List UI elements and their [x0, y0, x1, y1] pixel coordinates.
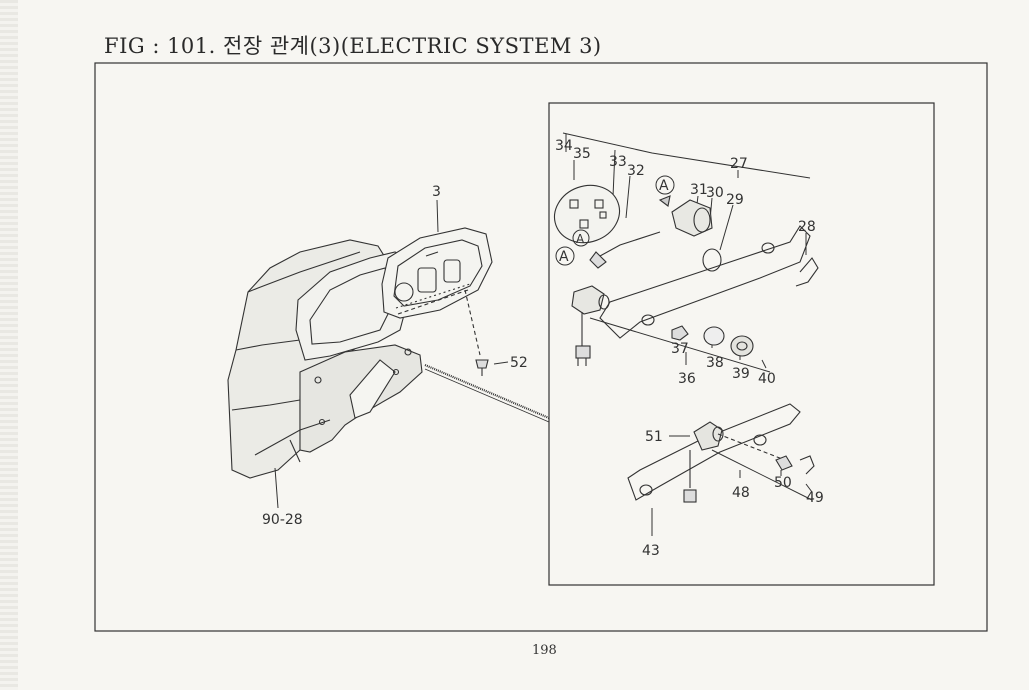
screw-52-drawing	[464, 289, 509, 376]
callout-40: 40	[758, 371, 776, 387]
mark-a-2-label: A	[576, 232, 585, 246]
mark-a-2	[572, 229, 590, 247]
callout-48: 48	[732, 485, 750, 501]
figure-title: FIG : 101. 전장 관계(3)(ELECTRIC SYSTEM 3)	[104, 34, 602, 58]
callout-52: 52	[510, 355, 528, 371]
callout-30: 30	[706, 185, 724, 201]
reference-marks	[555, 175, 675, 266]
page-number: 198	[532, 643, 557, 658]
callout-49: 49	[806, 490, 824, 506]
callout-31: 31	[690, 182, 708, 198]
callout-33: 33	[609, 154, 627, 170]
mark-a-1-label: A	[559, 249, 569, 265]
callout-38: 38	[706, 355, 724, 371]
callout-39: 39	[732, 366, 750, 382]
mark-a-1	[555, 246, 575, 266]
left-leaders	[274, 199, 439, 509]
callout-3: 3	[432, 184, 441, 200]
callout-35: 35	[573, 146, 591, 162]
meter-cluster-drawing	[381, 227, 493, 319]
callout-90-28: 90-28	[262, 512, 303, 528]
callout-43: 43	[642, 543, 660, 559]
callout-36: 36	[678, 371, 696, 387]
binding-edge	[0, 0, 18, 690]
callout-27: 27	[730, 156, 748, 172]
dashboard-panel-drawing	[227, 239, 423, 479]
callout-51: 51	[645, 429, 663, 445]
detail-leaders	[562, 132, 813, 536]
callout-34: 34	[555, 138, 573, 154]
harness-leader	[424, 363, 550, 423]
detail-parts-drawing	[553, 184, 819, 503]
callout-28: 28	[798, 219, 816, 235]
callout-29: 29	[726, 192, 744, 208]
callout-32: 32	[627, 163, 645, 179]
mark-a-3	[655, 175, 675, 195]
callout-50: 50	[774, 475, 792, 491]
callout-37: 37	[671, 341, 689, 357]
mark-a-3-label: A	[659, 178, 669, 194]
detail-frame	[548, 102, 935, 586]
outer-frame	[94, 62, 988, 632]
